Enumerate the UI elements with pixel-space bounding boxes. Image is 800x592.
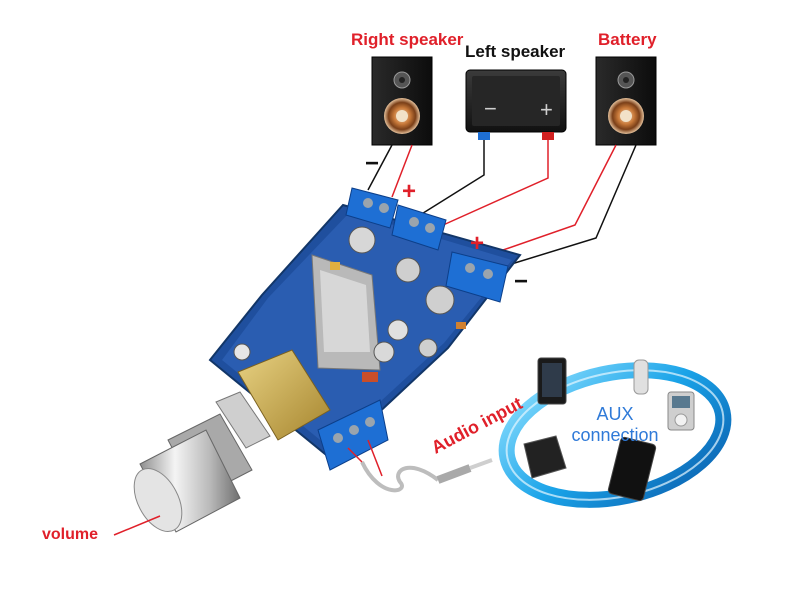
battery-minus-sign: − <box>514 268 529 295</box>
svg-text:+: + <box>540 97 553 122</box>
left-speaker-illustration: − + <box>465 69 567 140</box>
speaker-wires <box>367 140 637 271</box>
right-speaker-minus-sign: − <box>365 150 380 177</box>
svg-text:−: − <box>484 96 497 121</box>
volume-label: volume <box>42 526 99 543</box>
battery-label: Battery <box>598 30 657 49</box>
left-speaker-label: Left speaker <box>465 42 566 61</box>
volume-pointer-line <box>113 515 161 536</box>
aux-connection-label: AUX connection <box>560 404 670 446</box>
right-speaker-label: Right speaker <box>351 30 464 49</box>
right-speaker-illustration <box>371 56 433 146</box>
right-speaker-plus-sign: + <box>402 178 417 205</box>
battery-plus-sign: + <box>470 230 485 257</box>
aux-connection-illustration <box>498 357 732 508</box>
aux-label-line1: AUX <box>596 404 634 424</box>
aux-label-line2: connection <box>571 425 659 445</box>
battery-illustration <box>595 56 657 146</box>
audio-input-cable <box>347 439 493 493</box>
volume-knob-illustration <box>133 349 331 533</box>
